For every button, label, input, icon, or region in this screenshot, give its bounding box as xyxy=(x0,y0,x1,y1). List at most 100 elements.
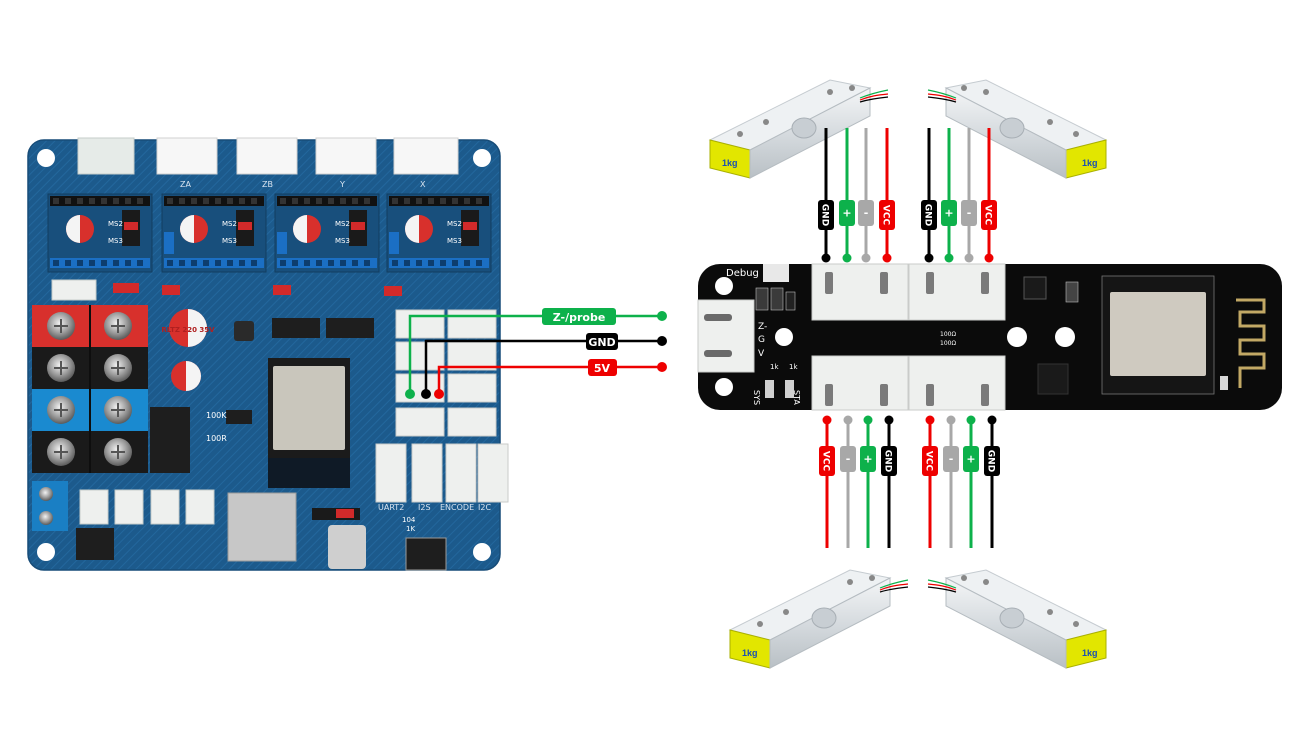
silk-ms3: MS3 xyxy=(335,237,350,245)
wire-end xyxy=(882,253,892,263)
pin-label-bg xyxy=(839,200,855,226)
loadcell-connector-2 xyxy=(908,263,1006,321)
pin-label-vcc: VCC xyxy=(983,205,993,226)
load-cell-rating: 1kg xyxy=(1082,648,1098,658)
pin-label-bg xyxy=(981,200,997,230)
mounting-hole xyxy=(1007,327,1027,347)
wire-gnd xyxy=(424,339,662,394)
pcb-antenna xyxy=(1236,298,1266,388)
pin-label-vcc: VCC xyxy=(821,451,831,472)
wifi-module-shield xyxy=(1110,292,1206,376)
pin-label-bg xyxy=(879,200,895,230)
mounting-hole xyxy=(715,378,733,396)
pin-label-bg xyxy=(941,200,957,226)
mounting-hole xyxy=(775,328,793,346)
silk-encode: ENCODE xyxy=(440,503,474,512)
wire-end xyxy=(822,415,832,425)
pin-label-plus: + xyxy=(944,207,953,220)
silk-ms2: MS2 xyxy=(222,220,237,228)
wire-end xyxy=(946,415,956,425)
silk-uart2: UART2 xyxy=(378,503,404,512)
silk-ms3: MS3 xyxy=(447,237,462,245)
pin-label-bg xyxy=(840,446,856,472)
silk-104: 104 xyxy=(402,516,416,524)
load-cell-bottom-right: 1kg xyxy=(927,569,1108,669)
silk-1k: 1k xyxy=(789,363,798,371)
mounting-hole xyxy=(37,149,55,167)
motor-connectors xyxy=(77,137,459,175)
sensor-board: Debug Z- G V 1k 1k SYS STA xyxy=(697,263,1282,411)
label-gnd: GND xyxy=(588,336,615,349)
pin-label-bg xyxy=(984,446,1000,476)
pin-label-bg xyxy=(943,446,959,472)
jst-connector xyxy=(447,341,497,371)
fan-connector xyxy=(114,489,144,525)
jst-connector-vertical xyxy=(477,443,509,503)
pin-label-bg xyxy=(961,200,977,226)
wire-group-top-left: GND+-VCC xyxy=(818,128,895,263)
pin-label-vcc: VCC xyxy=(881,205,891,226)
silk-i2c: I2C xyxy=(478,503,491,512)
mounting-hole xyxy=(715,277,733,295)
ic-chip xyxy=(326,318,374,338)
wire-end-5v xyxy=(434,389,444,399)
load-cell-bottom-left: 1kg xyxy=(728,569,909,669)
esp32-module-shield xyxy=(273,366,345,450)
wire-end xyxy=(966,415,976,425)
silk-x: X xyxy=(420,180,426,189)
loadcell-connectors xyxy=(811,263,1006,411)
pin-label-g: G xyxy=(758,335,765,345)
jumper-header-red xyxy=(113,283,402,296)
wire-end-gnd xyxy=(421,389,431,399)
label-gnd-bg xyxy=(586,333,618,350)
silk-ms2: MS2 xyxy=(335,220,350,228)
pin-label-bg xyxy=(860,446,876,472)
jst-connector xyxy=(447,373,497,403)
esp32-antenna-area xyxy=(268,458,350,488)
power-terminal-blocks xyxy=(32,305,148,531)
hx711-chip xyxy=(1037,363,1069,395)
wire-end xyxy=(987,415,997,425)
jst-connector xyxy=(395,407,445,437)
motor-connector-e0 xyxy=(77,137,135,175)
wire-group-bottom-right: VCC-+GND xyxy=(922,415,1000,548)
wire-end xyxy=(863,415,873,425)
jst-connector-vertical xyxy=(411,443,443,503)
pin-label-minus: - xyxy=(967,207,972,220)
cap-label: RLTZ 220 35V xyxy=(161,326,215,334)
sot-regulator xyxy=(226,410,252,424)
input-connector xyxy=(697,299,755,373)
wire-end-5v xyxy=(657,362,667,372)
motor-connector-zb xyxy=(236,137,298,175)
pin-label-plus: + xyxy=(966,453,975,466)
motor-connector-y xyxy=(315,137,377,175)
wire-end xyxy=(842,253,852,263)
wire-end xyxy=(925,415,935,425)
wire-end xyxy=(924,253,934,263)
motor-connector-x xyxy=(393,137,459,175)
load-cell-rating: 1kg xyxy=(722,158,738,168)
wire-end xyxy=(984,253,994,263)
jst-connector-vertical xyxy=(375,443,407,503)
silk-sys: SYS xyxy=(752,390,761,405)
peripheral-connectors xyxy=(375,309,509,503)
silk-ms2: MS2 xyxy=(447,220,462,228)
silk-zb: ZB xyxy=(262,180,273,189)
sd-card-slot xyxy=(227,492,297,562)
jst-connector xyxy=(395,341,445,371)
debug-label: Debug xyxy=(726,268,759,279)
silk-sta: STA xyxy=(792,390,801,405)
reset-button xyxy=(405,537,447,571)
pin-label-bg xyxy=(921,200,937,230)
pin-label-vcc: VCC xyxy=(924,451,934,472)
regulator xyxy=(150,441,190,473)
silk-ms3: MS3 xyxy=(222,237,237,245)
pin-label-gnd: GND xyxy=(820,204,830,226)
pin-label-plus: + xyxy=(863,453,872,466)
